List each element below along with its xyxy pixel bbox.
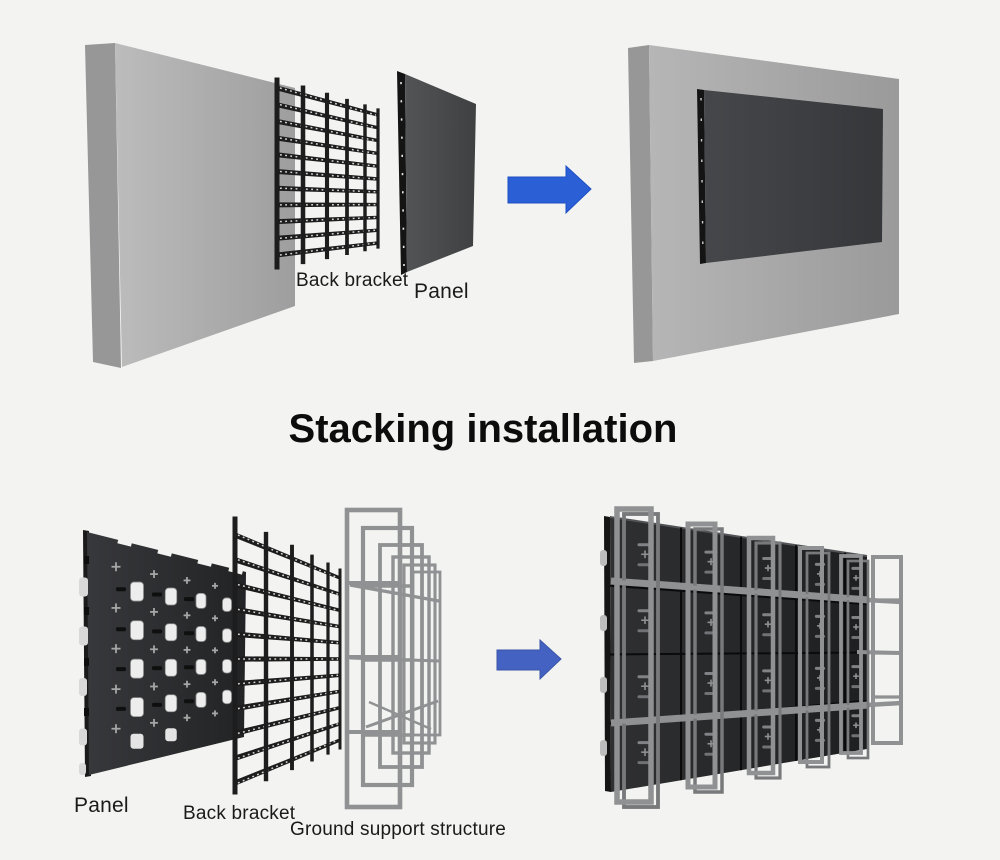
stack-panel-graphic — [79, 530, 246, 777]
section-title-stacking-installation: Stacking installation — [288, 407, 678, 451]
back-bracket-top-graphic — [274, 77, 380, 270]
back-bracket-bottom-graphic — [232, 516, 342, 795]
label-back-bracket-top: Back bracket — [296, 270, 409, 291]
assembled-wall-mounted-graphic — [628, 45, 899, 363]
concrete-wall-graphic — [85, 43, 295, 368]
label-panel-bottom: Panel — [74, 794, 129, 817]
label-panel-top: Panel — [414, 280, 469, 303]
assembled-stacked-display-graphic — [600, 506, 903, 809]
panel-top-graphic — [397, 71, 476, 275]
arrow-right-icon-top — [507, 164, 592, 215]
label-ground-support-structure: Ground support structure — [290, 819, 507, 840]
label-back-bracket-bottom: Back bracket — [183, 803, 296, 824]
arrow-right-icon-bottom — [496, 638, 562, 681]
ground-support-structure-graphic — [344, 507, 442, 810]
